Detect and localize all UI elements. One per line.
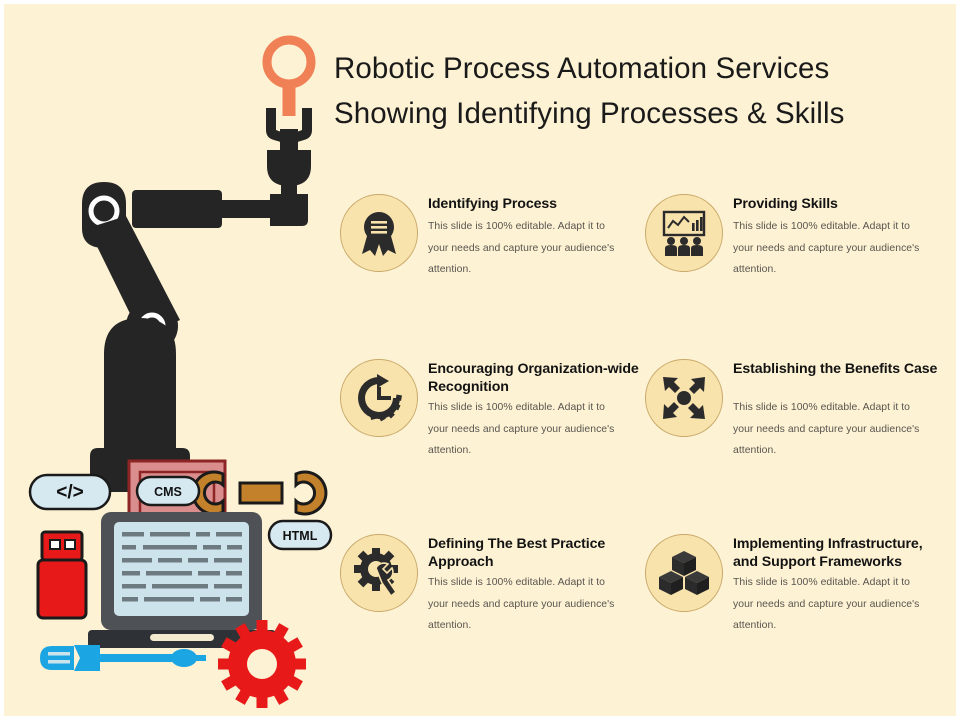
slide-canvas: Robotic Process Automation Services Show… xyxy=(4,4,956,716)
feature-heading: Identifying Process xyxy=(428,196,557,212)
laptop-code-icon xyxy=(88,512,276,648)
svg-text:HTML: HTML xyxy=(283,529,318,543)
feature-heading: Defining The Best Practice Approach xyxy=(428,536,606,570)
feature-heading: Implementing Infrastructure, and Support… xyxy=(733,536,923,570)
feature-body: This slide is 100% editable. Adapt it to… xyxy=(733,221,920,275)
feature-body: This slide is 100% editable. Adapt it to… xyxy=(428,221,615,275)
page-title: Robotic Process Automation Services Show… xyxy=(334,52,845,130)
robotic-arm-icon xyxy=(82,35,316,492)
cubes-blocks-icon xyxy=(645,534,723,612)
robotic-automation-illustration: </> CMS HTML xyxy=(4,4,344,716)
svg-text:CMS: CMS xyxy=(154,485,182,499)
training-presentation-icon xyxy=(645,194,723,272)
svg-text:</>: </> xyxy=(56,482,83,503)
feature-heading: Establishing the Benefits Case xyxy=(733,361,938,377)
feature-item-best-practice-approach[interactable]: Defining The Best Practice Approach This… xyxy=(340,534,640,684)
cms-tag-pill: CMS xyxy=(135,475,201,507)
usb-drive-icon xyxy=(36,530,88,620)
feature-body: This slide is 100% editable. Adapt it to… xyxy=(428,577,615,631)
feature-heading: Providing Skills xyxy=(733,196,838,212)
feature-item-identifying-process[interactable]: Identifying Process This slide is 100% e… xyxy=(340,194,640,344)
html-tag-pill: HTML xyxy=(267,519,333,551)
feature-body: This slide is 100% editable. Adapt it to… xyxy=(733,577,920,631)
award-ribbon-icon xyxy=(340,194,418,272)
wrench-icon xyxy=(191,470,328,516)
expand-arrows-icon xyxy=(645,359,723,437)
gear-wrench-icon xyxy=(340,534,418,612)
feature-item-implementing-infrastructure[interactable]: Implementing Infrastructure, and Support… xyxy=(645,534,945,684)
magnifier-icon xyxy=(262,35,316,116)
gear-icon xyxy=(218,620,306,708)
feature-item-benefits-case[interactable]: Establishing the Benefits Case This slid… xyxy=(645,359,945,509)
code-tag-pill: </> xyxy=(28,473,112,511)
feature-body: This slide is 100% editable. Adapt it to… xyxy=(733,402,920,456)
clock-refresh-icon xyxy=(340,359,418,437)
feature-item-providing-skills[interactable]: Providing Skills This slide is 100% edit… xyxy=(645,194,945,344)
feature-body: This slide is 100% editable. Adapt it to… xyxy=(428,402,615,456)
feature-heading: Encouraging Organization-wide Recognitio… xyxy=(428,361,639,395)
screwdriver-icon xyxy=(40,645,206,671)
feature-item-encouraging-recognition[interactable]: Encouraging Organization-wide Recognitio… xyxy=(340,359,640,509)
